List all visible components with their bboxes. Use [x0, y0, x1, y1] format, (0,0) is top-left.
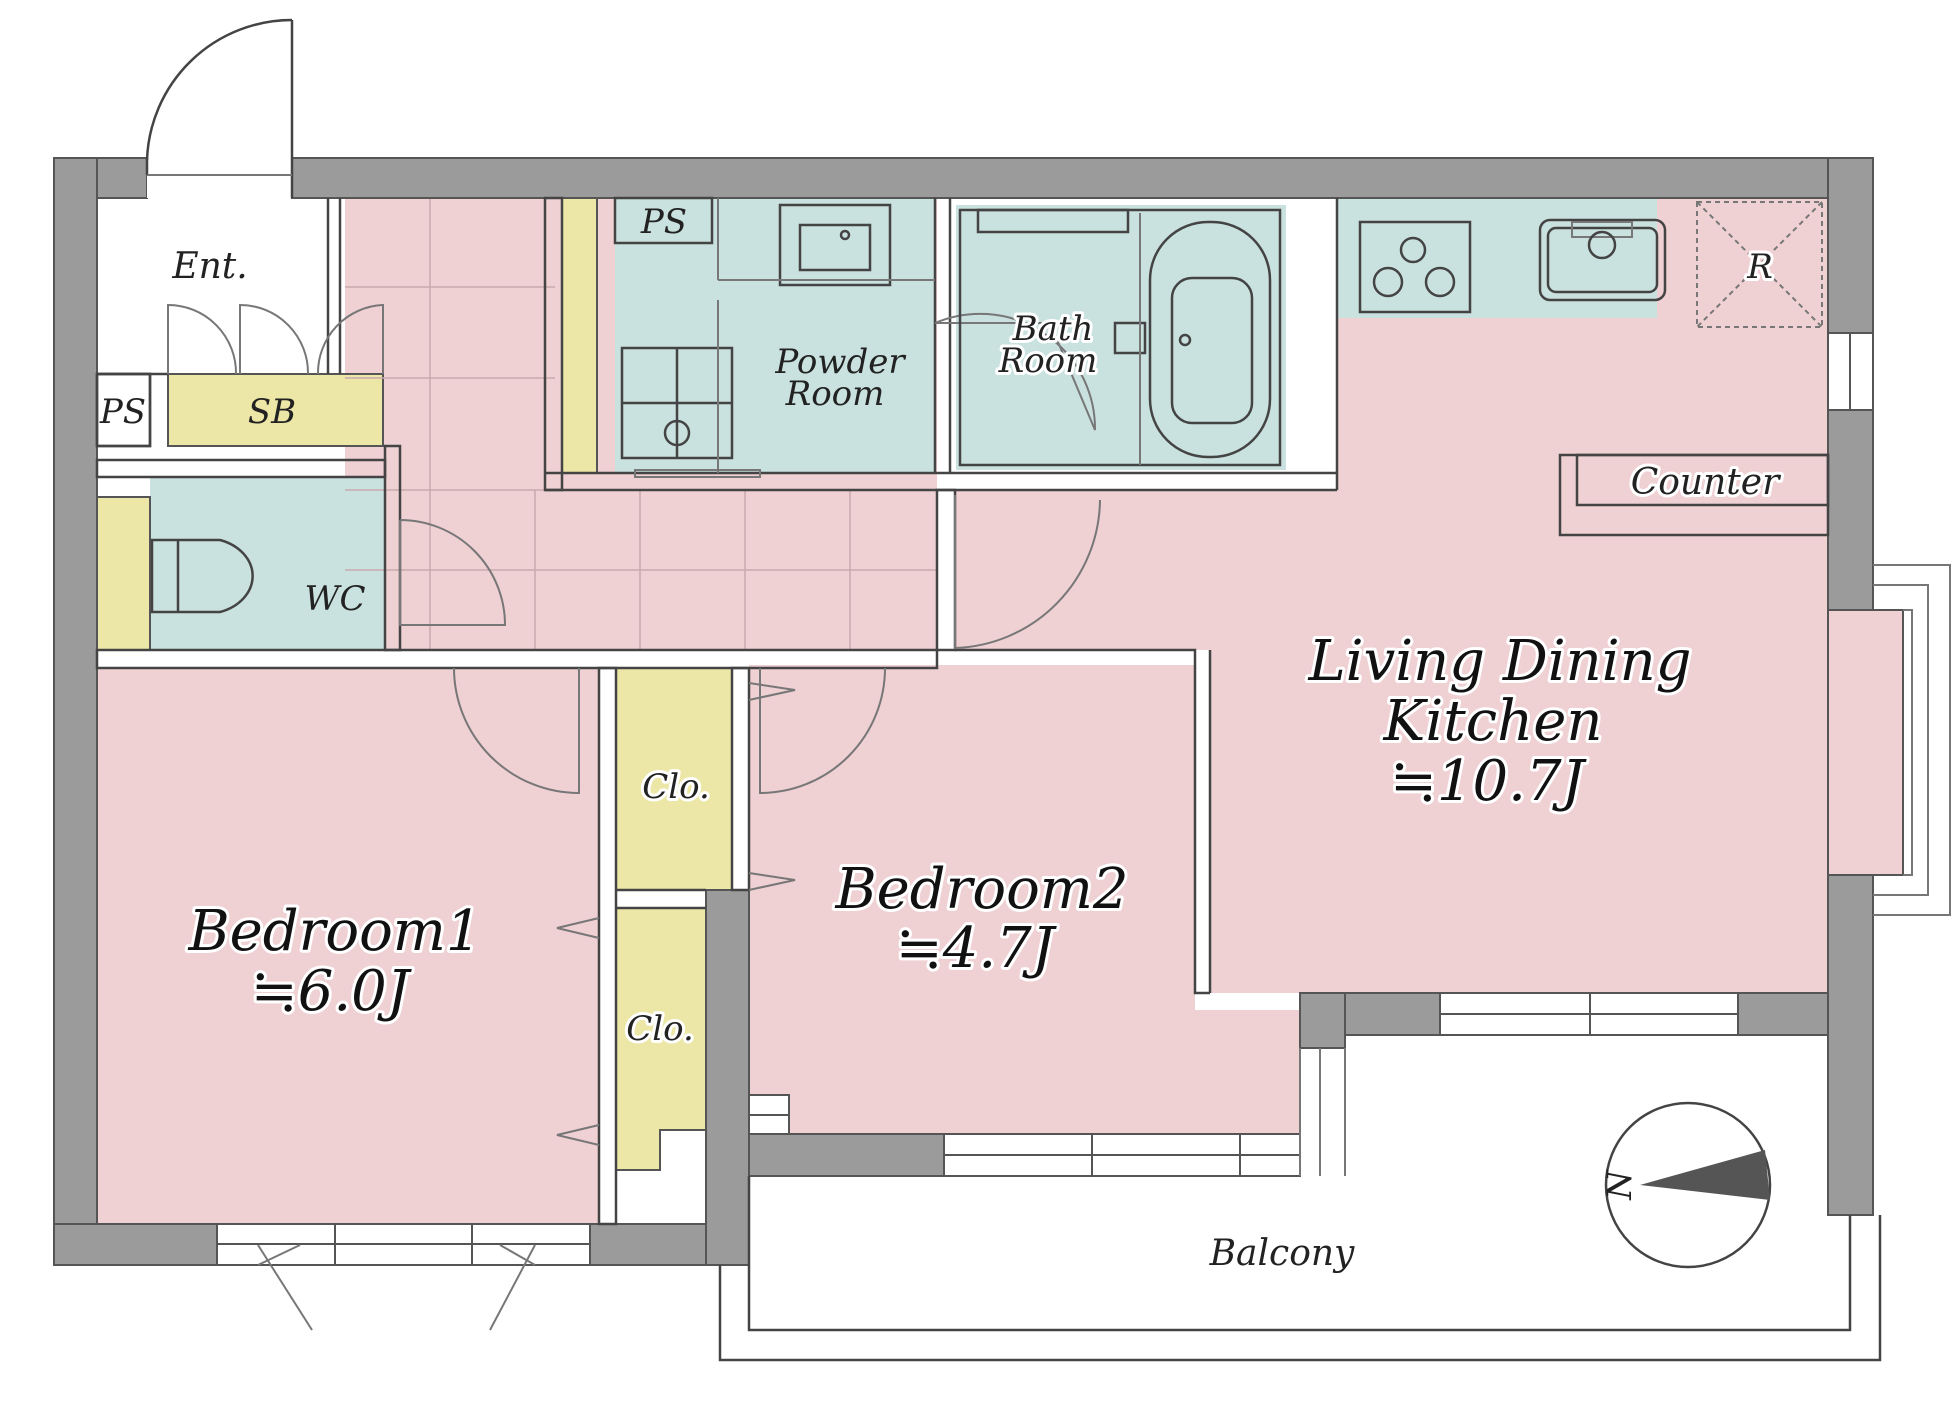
floor-fills	[96, 197, 1828, 1224]
shoe-box	[167, 373, 384, 447]
label-north: N	[1600, 1169, 1640, 1201]
label-closet-upper: Clo.	[642, 767, 710, 807]
windows	[216, 332, 1951, 1266]
wall-column-center	[705, 889, 750, 1266]
entrance-door	[147, 158, 292, 198]
label-bath-room-2: Room	[998, 341, 1098, 381]
wall-left	[53, 157, 98, 1266]
wall-right-mid	[1827, 409, 1874, 611]
label-ldk-2: Kitchen	[1383, 689, 1603, 754]
label-wc: WC	[305, 579, 366, 619]
bedroom1-floor	[97, 668, 599, 1224]
bedroom2-floor	[749, 665, 1300, 1134]
label-counter: Counter	[1631, 462, 1781, 503]
label-bedroom2-area: ≒4.7J	[896, 916, 1058, 981]
label-powder-room-1: Powder	[774, 342, 906, 382]
balcony	[718, 1048, 1882, 1362]
wall-bottom-left	[53, 1223, 218, 1266]
exterior-walls	[53, 157, 1874, 1266]
label-bedroom2: Bedroom2	[834, 857, 1128, 922]
kitchen-sink-icon	[1538, 218, 1667, 302]
wall-right-upper	[1827, 157, 1874, 334]
compass	[1604, 1101, 1772, 1269]
label-ps-entrance: PS	[99, 392, 146, 432]
fixtures	[95, 196, 1823, 614]
wc-floor	[150, 477, 385, 650]
label-bedroom1-area: ≒6.0J	[251, 959, 413, 1024]
window-swing-lines	[257, 1244, 536, 1331]
label-powder-room-2: Room	[785, 374, 885, 414]
doors	[145, 18, 1101, 1146]
label-bedroom1: Bedroom1	[187, 899, 481, 964]
toilet-icon	[150, 538, 254, 614]
north-arrow-icon	[1640, 1150, 1770, 1200]
wall-ldk-bottom-c	[1737, 992, 1829, 1036]
label-balcony: Balcony	[1209, 1233, 1355, 1274]
label-ldk-1: Living Dining	[1307, 629, 1691, 694]
label-ldk-area: ≒10.7J	[1390, 749, 1588, 814]
label-refrigerator: R	[1746, 247, 1773, 287]
wall-right-lower	[1827, 874, 1874, 1216]
room-labels: Ent. PS SB WC PS Powder Room Bath Room R…	[99, 202, 1784, 1274]
wall-bed2-bottom	[748, 1133, 945, 1177]
wall-ldk-bottom-b	[1299, 992, 1346, 1049]
label-closet-lower: Clo.	[626, 1009, 694, 1049]
label-ps-powder: PS	[640, 202, 687, 242]
ldk-floor	[955, 198, 1828, 993]
bay-window	[1827, 609, 1904, 876]
partitions	[95, 196, 1830, 1226]
bath-room-floor	[956, 205, 1286, 470]
label-entrance: Ent.	[171, 246, 247, 287]
label-shoe-box: SB	[248, 392, 296, 432]
stove-icon	[1358, 220, 1472, 314]
hall-shelf	[561, 197, 598, 474]
wc-storage	[96, 496, 151, 651]
wall-top	[291, 157, 1874, 199]
label-bath-room-1: Bath	[1012, 309, 1094, 349]
